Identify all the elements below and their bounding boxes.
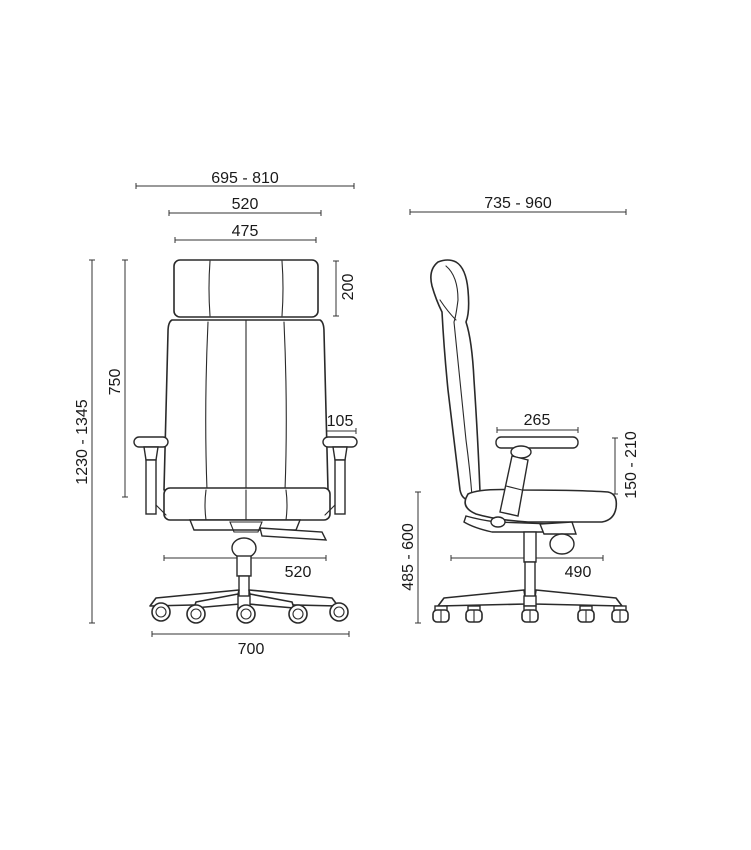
front-headrest [173, 259, 319, 318]
front-seat [163, 487, 331, 521]
side-knob [549, 533, 575, 555]
label-overall-depth: 735 - 960 [484, 195, 552, 212]
label-armrest-width: 105 [327, 413, 354, 430]
front-caster-4 [288, 604, 308, 624]
side-caster-5 [611, 605, 629, 623]
dimension-labels: 695 - 810 520 475 200 750 1230 - 1345 10… [74, 170, 640, 658]
label-overall-width: 695 - 810 [211, 170, 279, 187]
side-view-chair [430, 259, 629, 623]
side-caster-2 [465, 605, 483, 623]
front-caster-1 [151, 602, 171, 622]
label-front-seat-width: 520 [285, 564, 312, 581]
side-seat [464, 488, 618, 523]
side-armrest-post [499, 455, 529, 517]
side-caster-1 [432, 605, 450, 623]
label-armrest-height: 150 - 210 [623, 431, 640, 499]
front-left-armrest-pad [133, 436, 169, 448]
side-base-leg-left [437, 589, 527, 607]
front-right-armrest-pad [322, 436, 358, 448]
front-view-chair [133, 259, 358, 624]
front-gas-cylinder [238, 575, 250, 599]
label-headrest-width: 475 [232, 223, 259, 240]
label-seat-depth: 490 [565, 564, 592, 581]
side-armrest-pad [495, 436, 579, 449]
label-seat-height: 485 - 600 [400, 523, 417, 591]
side-gas-cylinder [524, 561, 536, 599]
label-backrest-width: 520 [232, 196, 259, 213]
front-tilt-lever [259, 527, 328, 541]
label-armrest-depth: 265 [524, 412, 551, 429]
side-base-leg-right [533, 589, 623, 607]
front-caster-3 [236, 604, 256, 624]
side-caster-4 [577, 605, 595, 623]
label-base-width: 700 [238, 641, 265, 658]
front-caster-5 [329, 602, 349, 622]
side-caster-3 [521, 605, 539, 623]
label-total-height: 1230 - 1345 [74, 399, 91, 485]
front-caster-2 [186, 604, 206, 624]
label-headrest-height: 200 [340, 274, 357, 301]
side-backrest [430, 259, 481, 501]
label-backrest-height: 750 [107, 369, 124, 396]
front-right-armrest-post [334, 459, 346, 515]
front-left-armrest-post [145, 459, 157, 515]
